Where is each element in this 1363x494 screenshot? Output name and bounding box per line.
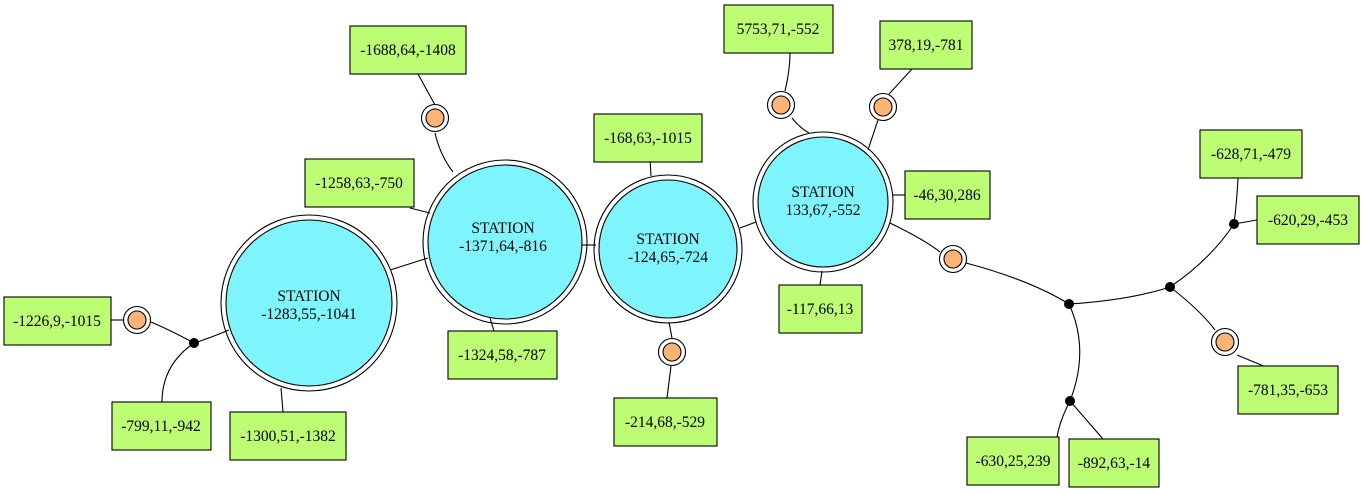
junction-dot — [1064, 299, 1074, 309]
edge-station1-station2 — [389, 257, 429, 271]
edge-junction-a-junction-b — [1068, 286, 1171, 305]
coord-label-text: -1324,58,-787 — [458, 347, 546, 364]
coord-label: 378,19,-781 — [879, 20, 973, 70]
marker-circle — [657, 337, 687, 367]
coord-label: -620,29,-453 — [1256, 195, 1360, 245]
edge-junction-a-junction-d — [1068, 303, 1081, 402]
station-node: STATION 133,67,-552 — [752, 131, 894, 273]
coord-label: -214,68,-529 — [613, 397, 718, 447]
edge-station2-marker — [434, 132, 454, 173]
edge-marker-label-1688 — [417, 73, 436, 106]
edge-station3-marker — [668, 321, 673, 339]
station-node: STATION -1283,55,-1041 — [220, 214, 398, 392]
junction-dot — [1229, 219, 1239, 229]
coord-label-text: -799,11,-942 — [121, 418, 201, 435]
markers — [122, 90, 1240, 367]
edge-station1-label-1300 — [280, 387, 284, 413]
junction-dot — [189, 338, 199, 348]
coordinate-labels: -1688,64,-1408 -1258,63,-750 -1226,9,-10… — [3, 4, 1360, 488]
coord-label-text: -214,68,-529 — [625, 414, 705, 431]
station-node: STATION -1371,64,-816 — [422, 159, 588, 325]
coord-label: -168,63,-1015 — [593, 113, 703, 163]
coord-label: -630,25,239 — [966, 436, 1060, 486]
edge-junction-marker — [150, 321, 195, 344]
station-node: STATION -124,65,-724 — [593, 174, 743, 324]
coord-label: -1226,9,-1015 — [3, 296, 112, 346]
coord-label-text: 5753,71,-552 — [737, 21, 820, 38]
coord-label-text: -892,63,-14 — [1078, 455, 1151, 472]
edge-station1-junction — [193, 329, 230, 344]
edges — [111, 52, 1267, 440]
marker-circle — [868, 92, 898, 122]
station-title: STATION — [471, 220, 534, 237]
edge-junction-c-label-628 — [1233, 177, 1239, 225]
coord-label-text: 378,19,-781 — [889, 37, 964, 54]
edge-station2-label-1258 — [409, 207, 431, 214]
station-coords: -1371,64,-816 — [459, 238, 547, 255]
coord-label-text: -628,71,-479 — [1211, 146, 1291, 163]
marker-circle — [1210, 327, 1240, 357]
station-title: STATION — [791, 184, 854, 201]
coord-label-text: -1300,51,-1382 — [240, 428, 336, 445]
coord-label: -1300,51,-1382 — [229, 411, 347, 461]
coord-label-text: -620,29,-453 — [1268, 212, 1348, 229]
coord-label-text: -117,66,13 — [787, 301, 854, 318]
edge-junction-b-junction-c — [1169, 223, 1235, 288]
marker-circle — [122, 305, 152, 335]
station-title: STATION — [277, 288, 340, 305]
edge-junction-d-label-630 — [1056, 400, 1071, 438]
edge-station4-label-117 — [819, 270, 823, 286]
marker-circle — [420, 103, 450, 133]
coord-label: -799,11,-942 — [111, 401, 212, 451]
junction-dot — [1165, 282, 1175, 292]
edge-station4-marker-b — [867, 119, 879, 151]
coord-label: -1258,63,-750 — [304, 158, 415, 208]
junctions — [189, 219, 1239, 406]
coord-label: -46,30,286 — [904, 170, 991, 220]
coord-label-text: -46,30,286 — [913, 187, 980, 204]
coord-label: -1688,64,-1408 — [349, 25, 467, 75]
junction-dot — [1065, 396, 1075, 406]
coord-label: 5753,71,-552 — [723, 4, 834, 54]
station-coords: 133,67,-552 — [786, 202, 861, 219]
edge-junction-b-marker — [1169, 286, 1216, 331]
edge-station2-label-1324 — [489, 317, 495, 332]
coord-label: -892,63,-14 — [1068, 438, 1160, 488]
edge-marker-label-5753 — [784, 52, 791, 92]
edge-junction-label-799 — [161, 342, 195, 403]
coord-label-text: -168,63,-1015 — [604, 130, 692, 147]
coord-label: -781,35,-653 — [1237, 365, 1339, 415]
coord-label-text: -1688,64,-1408 — [360, 42, 456, 59]
coord-label: -1324,58,-787 — [447, 330, 558, 380]
coord-label: -628,71,-479 — [1199, 129, 1303, 179]
marker-circle — [938, 244, 968, 274]
edge-junction-d-label-892 — [1069, 400, 1104, 440]
edge-station3-station4 — [739, 221, 757, 229]
edge-station4-marker-c — [889, 222, 941, 253]
coord-label-text: -1258,63,-750 — [315, 175, 403, 192]
edge-station4-marker-a — [791, 117, 810, 134]
edge-marker-label-214 — [666, 365, 672, 399]
station-coords: -1283,55,-1041 — [261, 306, 357, 323]
coord-label-text: -630,25,239 — [976, 453, 1051, 470]
coord-label-text: -781,35,-653 — [1248, 382, 1328, 399]
edge-marker-label-781 — [1236, 354, 1267, 368]
edge-marker-junction-a — [965, 262, 1070, 305]
edge-marker-label-378 — [888, 68, 913, 95]
station-coords: -124,65,-724 — [628, 249, 708, 266]
station-title: STATION — [636, 231, 699, 248]
coord-label-text: -1226,9,-1015 — [13, 313, 101, 330]
marker-circle — [766, 90, 796, 120]
coord-label: -117,66,13 — [778, 284, 863, 334]
